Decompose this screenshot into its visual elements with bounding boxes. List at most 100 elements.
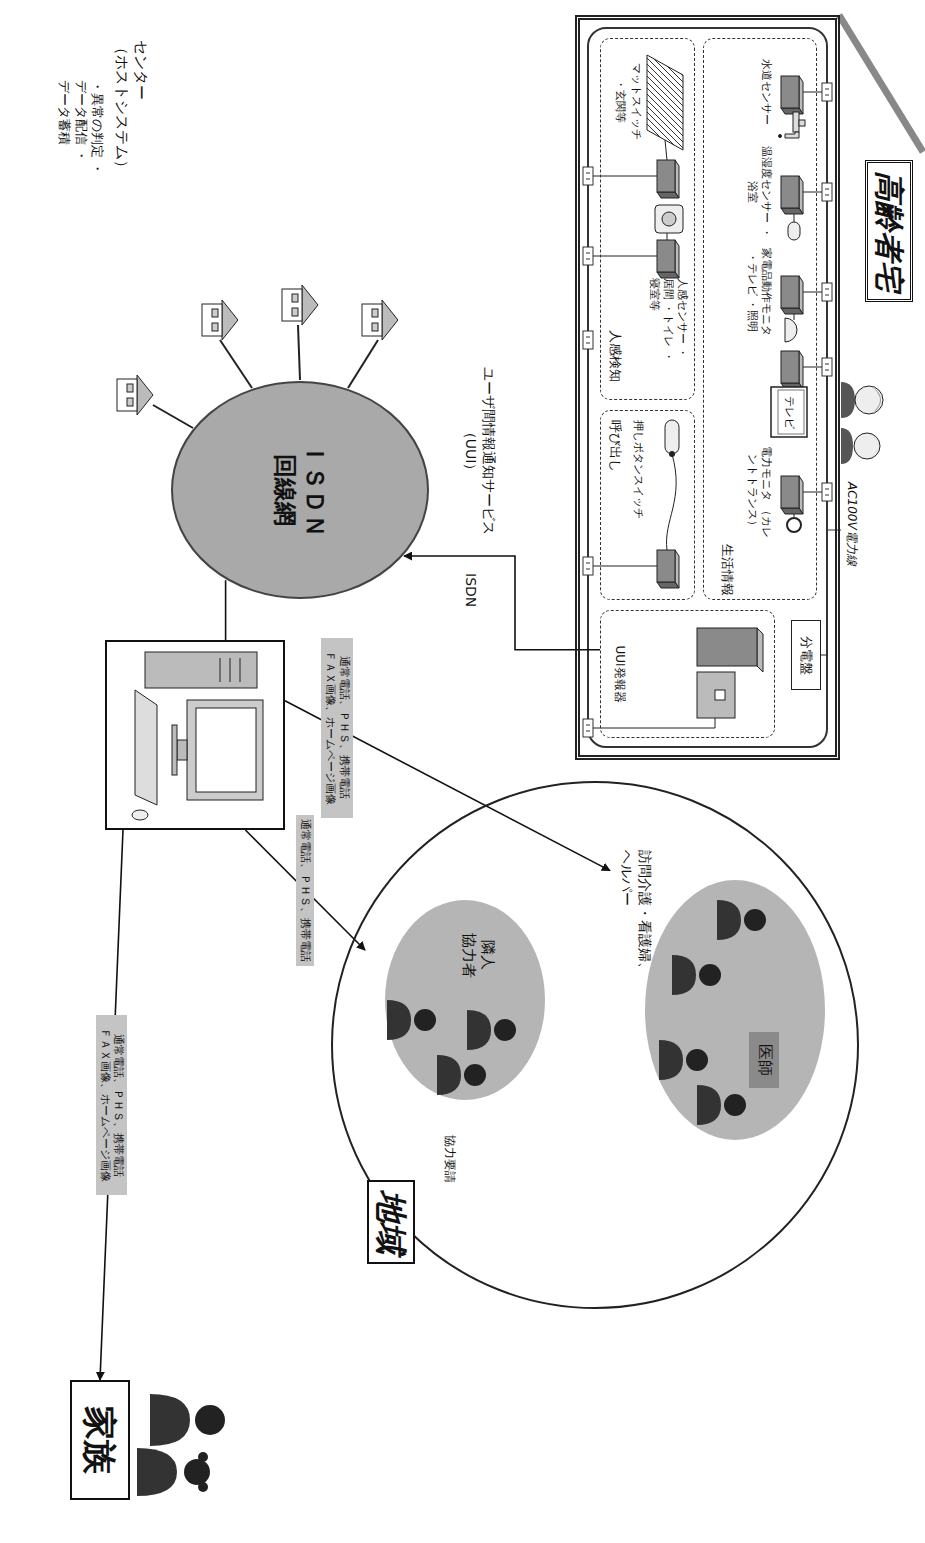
- care-group-shape: [749, 1032, 779, 1088]
- computer: [230, 658, 231, 682]
- node-heading: 隣人 協力者: [460, 930, 498, 980]
- node-heading: ＩＳＤＮ 回線網: [270, 430, 330, 550]
- small-houses: [362, 300, 398, 340]
- family-figures: [137, 1394, 225, 1496]
- push-button: [669, 451, 675, 457]
- push-button: [665, 420, 679, 454]
- note-label: 協力要請: [442, 1135, 457, 1183]
- service-label: ユーザ間情報通知サービス （UUI）: [462, 356, 497, 546]
- node-heading: 医師: [755, 1036, 775, 1084]
- uui-device: [757, 628, 763, 672]
- cables: [803, 492, 822, 493]
- cables: [593, 566, 657, 567]
- family-figures: [137, 1448, 177, 1496]
- outlets: [583, 719, 593, 737]
- outlets: [583, 167, 593, 185]
- node-body: 訪問介護・看護婦、ヘルパー: [618, 850, 653, 980]
- neighbor-group-shape: [365, 890, 570, 1130]
- connector-line: [225, 580, 227, 640]
- uui-device: [715, 690, 725, 700]
- outlets: [583, 83, 832, 737]
- edge-label: 通常電話、ＰＨＳ、携帯電話: [296, 815, 314, 966]
- sensor-label: 人感センサー ・居間 ・トイレ ・寝室等: [648, 278, 689, 362]
- tv-set: [771, 387, 807, 437]
- cables: [665, 140, 667, 160]
- computer: [135, 690, 157, 805]
- sensor-label: 家電品動作モニタ ・テレビ ・照明: [746, 245, 774, 339]
- outlets: [583, 247, 593, 265]
- sensor-group: 呼び出し: [600, 410, 695, 600]
- sensor-label: ・玄関等: [613, 45, 627, 157]
- computer: [187, 700, 263, 800]
- small-houses: [220, 340, 252, 388]
- neighbor-group-shape: [414, 1009, 436, 1031]
- current-transformer: [787, 518, 801, 532]
- sensor-devices: [781, 476, 803, 514]
- node-body: ・異常の判定 ・データ配信 ・データ蓄積: [56, 80, 105, 180]
- small-houses: [117, 375, 153, 415]
- computer: [240, 658, 241, 682]
- edge-label: ISDN: [462, 571, 480, 609]
- computer: [132, 810, 148, 820]
- water-faucet: [799, 120, 805, 126]
- care-group-shape: [686, 1049, 708, 1071]
- computer: [145, 652, 257, 688]
- tv-label: テレビ: [782, 387, 796, 437]
- care-group-shape: [699, 964, 721, 986]
- outlets: [583, 331, 593, 349]
- neighbor-group-shape: [437, 1055, 461, 1095]
- elderly-faces: [841, 382, 855, 418]
- care-group-shape: [717, 900, 741, 940]
- node-heading: センター （ホストシステム）: [113, 40, 151, 190]
- small-houses: [298, 325, 300, 380]
- care-group-shape: [659, 1040, 683, 1080]
- wire-label: AC100V電力線: [844, 482, 859, 566]
- computer: [220, 658, 221, 682]
- care-group-shape: [744, 909, 766, 931]
- connector-line: [404, 556, 600, 650]
- water-faucet: [779, 112, 806, 138]
- elderly-faces: [841, 428, 853, 464]
- outlets: [583, 557, 593, 575]
- cables: [667, 454, 677, 550]
- uui-device: [697, 628, 757, 666]
- cables: [803, 92, 822, 93]
- cables: [667, 233, 668, 240]
- humidity-probe: [788, 222, 800, 240]
- sensor-devices: [781, 351, 803, 389]
- elderly-faces: [869, 433, 878, 459]
- node-heading: 地域: [367, 1180, 415, 1264]
- node-heading: 人感検知: [607, 330, 623, 382]
- region-circle-shape: [332, 782, 858, 1308]
- node-heading: 呼び出し: [607, 420, 623, 472]
- sensor-label: 水道センサー: [759, 45, 773, 139]
- neighbor-group-shape: [467, 1010, 491, 1050]
- cables: [593, 92, 827, 728]
- outlets: [822, 283, 832, 301]
- computer: [172, 725, 177, 775]
- uui-device: [697, 628, 763, 718]
- family-figures: [198, 1482, 208, 1492]
- care-group-shape: [672, 955, 696, 995]
- neighbor-group-shape: [464, 1064, 486, 1086]
- small-houses: [153, 405, 193, 428]
- sensor-devices: [657, 160, 679, 198]
- care-group: 医師 訪問介護・看護婦、ヘルパー: [610, 845, 830, 1165]
- sensor-label: 電力モニタ （カレントトランス）: [746, 442, 774, 542]
- water-faucet: [785, 132, 799, 138]
- water-faucet: [793, 112, 799, 132]
- sensor-devices: [657, 550, 679, 588]
- care-group-shape: [724, 1094, 746, 1116]
- elderly-faces: [854, 433, 880, 459]
- neighbor-group-shape: [494, 1019, 516, 1041]
- family-figures: [198, 1452, 208, 1462]
- outlets: [822, 83, 832, 101]
- power-line-loop: [588, 28, 827, 747]
- region-circle: 地域 医師 訪問介護・看護婦、ヘルパー隣人 協力者: [330, 780, 860, 1310]
- cables: [593, 718, 715, 728]
- network-cloud-shape: [172, 382, 428, 598]
- sensor-devices: [781, 176, 803, 214]
